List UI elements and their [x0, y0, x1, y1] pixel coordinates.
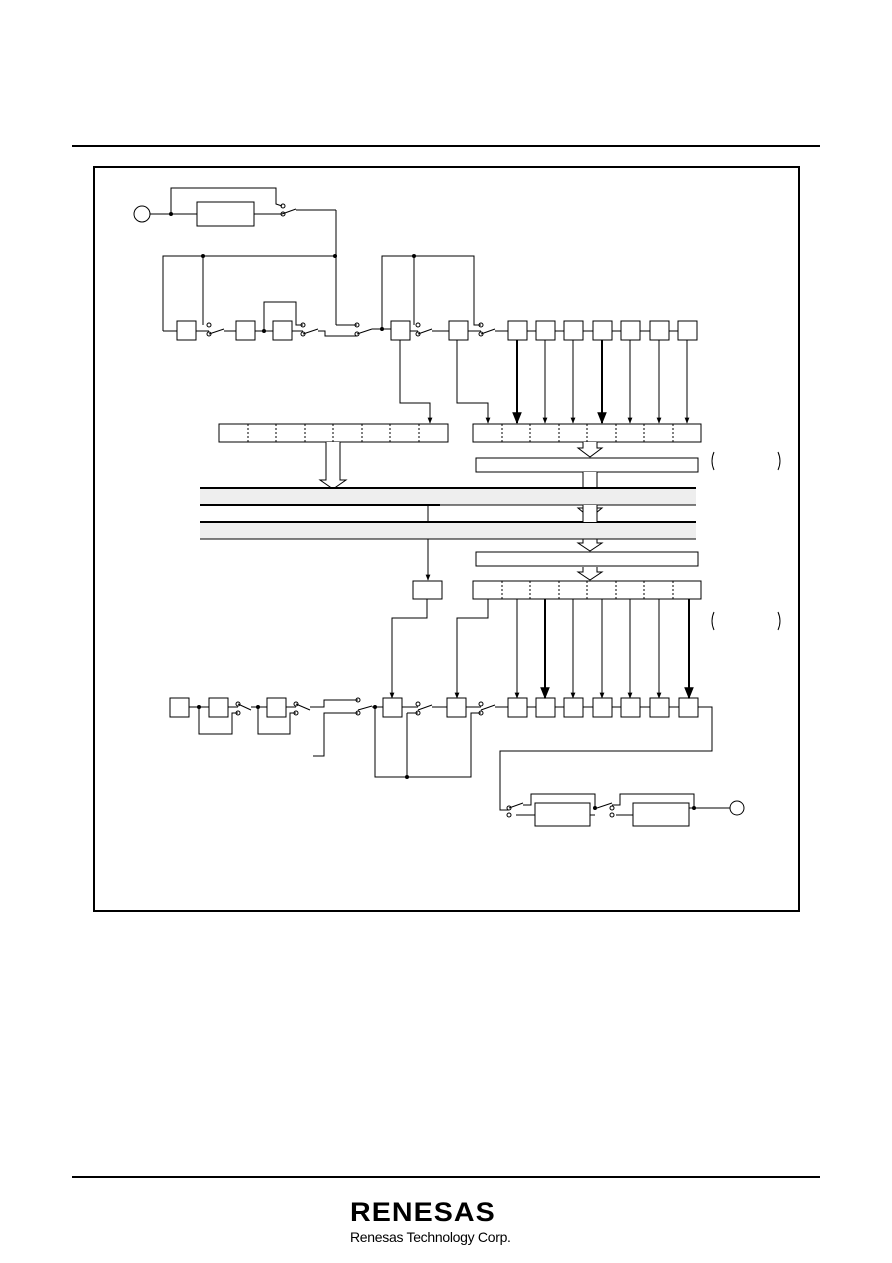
lower-register: [472, 580, 702, 600]
divider-stage-1: [176, 320, 197, 341]
clock-input-group: [133, 187, 357, 326]
bracket-annotation-lower: [711, 611, 781, 631]
lower-stage-c: [266, 697, 287, 718]
header-rule: [72, 145, 820, 147]
lower-stage-b: [208, 697, 229, 718]
output-section: [508, 793, 745, 827]
lower-divider-chain: [169, 697, 508, 778]
output-pin: [729, 800, 745, 816]
clock-input-pin: [133, 205, 151, 223]
internal-bus: [200, 487, 696, 540]
lower-counter-stages: [499, 697, 713, 811]
divider-stage-4: [390, 320, 411, 341]
lower-stage-d: [382, 697, 403, 718]
footer-rule: [72, 1176, 820, 1178]
bracket-annotation-upper: [711, 451, 781, 471]
renesas-logo: RENESAS Renesas Technology Corp.: [346, 1195, 546, 1247]
output-block-2: [632, 802, 690, 827]
lower-stage-e: [446, 697, 467, 718]
upper-divider-chain: [162, 255, 508, 341]
upper-right-register: [472, 423, 702, 443]
logo-company: Renesas Technology Corp.: [350, 1229, 511, 1245]
divider-stage-2: [235, 320, 256, 341]
logo-brand: RENESAS: [350, 1197, 496, 1227]
upper-counter-stages: [507, 320, 698, 341]
divider-stage-3: [272, 320, 293, 341]
upper-buffer-bar: [475, 457, 699, 473]
upper-left-register: [218, 423, 449, 443]
wide-arrows: [318, 442, 604, 581]
prescaler-block: [196, 201, 255, 227]
lower-buffer-bar: [475, 551, 699, 567]
lower-stage-a: [169, 697, 190, 718]
output-block-1: [534, 802, 591, 827]
divider-stage-5: [448, 320, 469, 341]
latch-box: [412, 580, 443, 600]
diagram-frame: [93, 166, 800, 912]
